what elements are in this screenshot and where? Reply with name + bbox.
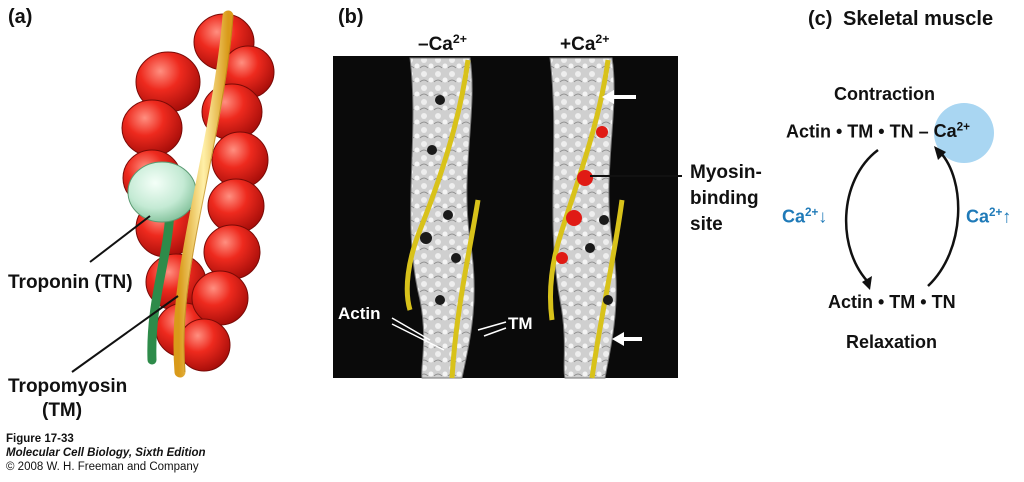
white-arrow-bottom bbox=[612, 332, 642, 346]
figure-number: Figure 17-33 bbox=[6, 433, 74, 445]
panel-c-label: (c) bbox=[808, 8, 833, 30]
relax-arrow bbox=[844, 149, 879, 285]
calcium-decrease: Ca2+↓ bbox=[782, 206, 828, 227]
book-title: Molecular Cell Biology, Sixth Edition bbox=[6, 447, 206, 459]
tropomyosin-strand bbox=[173, 10, 234, 378]
copyright: © 2008 W. H. Freeman and Company bbox=[6, 461, 199, 473]
troponin-label: Troponin (TN) bbox=[8, 272, 133, 293]
troponin-pointer bbox=[89, 215, 151, 263]
myosin-binding-site-label-line1: Myosin- bbox=[690, 162, 762, 183]
tropomyosin-pointer bbox=[71, 295, 179, 373]
minus-calcium-header: –Ca2+ bbox=[418, 32, 467, 55]
myosin-binding-site-dots bbox=[556, 126, 608, 264]
plus-calcium-header: +Ca2+ bbox=[560, 32, 610, 55]
tropomyosin-label-line1: Tropomyosin bbox=[8, 376, 128, 397]
tropomyosin-label-line2: (TM) bbox=[42, 400, 83, 421]
ca-bound: Ca2+ bbox=[933, 121, 970, 142]
myosin-binding-site-label-line2: binding bbox=[690, 188, 759, 209]
panel-b-label: (b) bbox=[338, 6, 364, 28]
figure-caption: Figure 17-33 Molecular Cell Biology, Six… bbox=[6, 432, 206, 474]
panel-c-title: Skeletal muscle bbox=[843, 8, 994, 30]
top-state: Actin • TM • TN – Ca2+ bbox=[786, 121, 970, 142]
contraction-label: Contraction bbox=[834, 84, 935, 104]
panel-a-label: (a) bbox=[8, 6, 33, 28]
bottom-state: Actin • TM • TN bbox=[828, 292, 956, 312]
relaxation-label: Relaxation bbox=[846, 332, 938, 352]
troponin-stem bbox=[147, 205, 175, 365]
em-tm-label: TM bbox=[508, 314, 533, 333]
em-actin-label: Actin bbox=[338, 304, 381, 323]
myosin-binding-site-label-line3: site bbox=[690, 214, 723, 235]
white-arrow-top bbox=[602, 90, 636, 104]
contract-arrow bbox=[927, 151, 960, 287]
calcium-bubble bbox=[934, 103, 994, 163]
calcium-increase: Ca2+↑ bbox=[966, 206, 1012, 227]
